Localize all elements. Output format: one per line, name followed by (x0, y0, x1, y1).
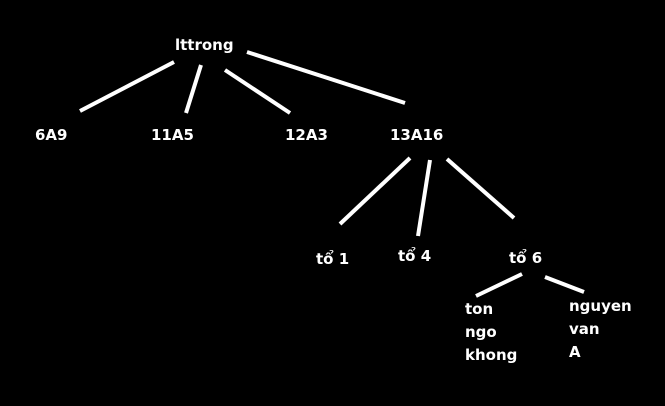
node-class-11a5: 11A5 (151, 126, 194, 144)
node-class-12a3: 12A3 (285, 126, 328, 144)
member-1-line-1: ton (465, 300, 494, 318)
node-group-to6: tổ 6 (509, 249, 543, 267)
edge-root-11a5 (184, 64, 203, 114)
node-group-to4: tổ 4 (398, 247, 432, 265)
edge-root-6a9 (79, 60, 175, 113)
member-2-line-3: A (569, 343, 581, 361)
edge-13a16-to6 (445, 157, 516, 220)
node-class-6a9: 6A9 (35, 126, 68, 144)
node-class-13a16: 13A16 (390, 126, 444, 144)
node-member-1: ton ngo khong (465, 298, 517, 367)
edge-root-13a16 (246, 50, 406, 105)
node-member-2: nguyen van A (569, 295, 632, 364)
member-2-line-1: nguyen (569, 297, 632, 315)
edge-13a16-to4 (416, 159, 432, 237)
member-1-line-2: ngo (465, 323, 497, 341)
edge-to6-m2 (544, 275, 585, 294)
edge-root-12a3 (223, 68, 292, 115)
edge-13a16-to1 (338, 156, 412, 226)
node-root: lttrong (175, 36, 234, 54)
node-group-to1: tổ 1 (316, 250, 350, 268)
member-2-line-2: van (569, 320, 600, 338)
edge-to6-m1 (475, 272, 523, 298)
member-1-line-3: khong (465, 346, 518, 364)
